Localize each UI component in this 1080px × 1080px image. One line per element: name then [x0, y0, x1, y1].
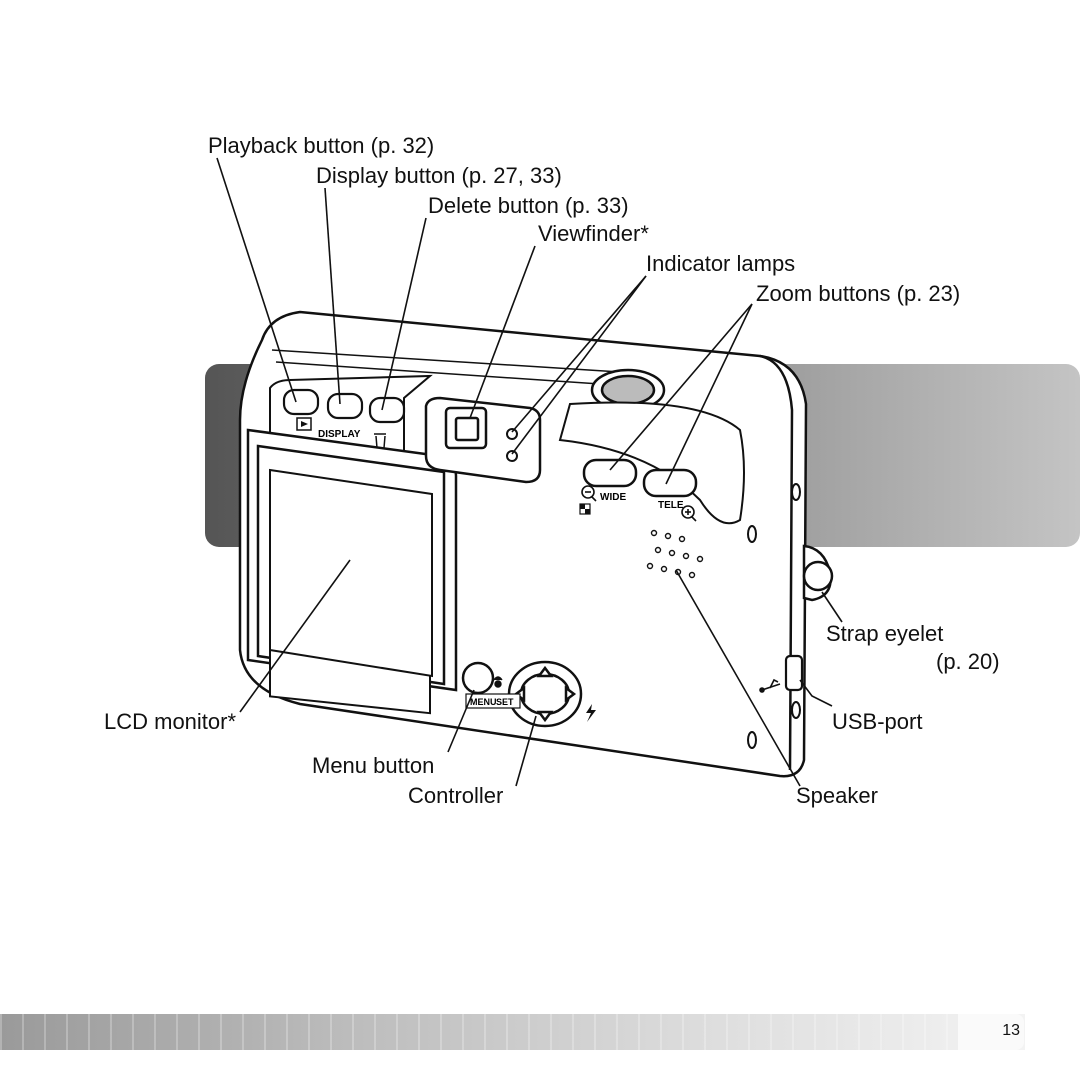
leader-zoom-1 [609, 303, 753, 471]
callout-speaker: Speaker [796, 783, 878, 808]
leader-menu [447, 689, 475, 753]
delete-button [368, 396, 406, 424]
flash-icon [586, 704, 596, 722]
leader-zoom-2 [665, 303, 753, 485]
page-number-box [958, 1014, 1024, 1050]
menu-button [461, 661, 495, 695]
speaker [646, 529, 704, 579]
callout-usb-port: USB-port [832, 709, 923, 734]
zoom-in-icon [681, 505, 697, 522]
leader-indicator-2 [511, 275, 647, 455]
usb-icon [759, 678, 781, 693]
playback-icon [296, 417, 312, 431]
wide-mark: WIDE [600, 492, 626, 503]
leader-display [324, 187, 341, 405]
indicator-lamps [506, 428, 518, 462]
svg-text:MENU: MENU [470, 697, 497, 707]
usb-port [784, 654, 804, 692]
svg-text:SET: SET [496, 697, 514, 707]
callout-zoom-buttons: Zoom buttons (p. 23) [756, 281, 961, 306]
leader-playback [216, 157, 297, 403]
callout-lcd-monitor: LCD monitor* [104, 709, 237, 734]
menu-set-mark: MENU SET [465, 693, 521, 709]
grip [558, 401, 745, 525]
callout-strap-eyelet-page: (p. 20) [936, 649, 1000, 674]
callout-delete-button: Delete button (p. 33) [428, 193, 629, 218]
tele-mark: TELE [658, 500, 684, 511]
leader-usb [799, 679, 833, 707]
zoom-out-icon [581, 485, 597, 502]
macro-icon [493, 676, 503, 688]
page-number: 13 [1002, 1022, 1020, 1039]
footer-band [0, 1014, 1025, 1050]
leader-indicator-1 [511, 275, 647, 433]
lcd-screen [269, 468, 433, 678]
playback-button [282, 388, 320, 416]
leader-strap [821, 591, 843, 623]
leader-lines [216, 157, 843, 787]
callout-viewfinder: Viewfinder* [538, 221, 649, 246]
leader-controller [515, 715, 537, 787]
leader-delete [381, 217, 427, 411]
controller [507, 660, 583, 728]
index-icon [579, 503, 591, 515]
leader-lcd [239, 559, 351, 713]
callout-controller: Controller [408, 783, 504, 808]
callout-menu-button: Menu button [312, 753, 435, 778]
leader-viewfinder [469, 245, 536, 419]
strap-eyelet [802, 544, 834, 602]
display-mark: DISPLAY [318, 429, 361, 440]
zoom-tele-button [642, 468, 698, 498]
display-button [326, 392, 364, 420]
callout-playback-button: Playback button (p. 32) [208, 133, 435, 158]
leader-speaker [675, 569, 801, 787]
zoom-wide-button [582, 458, 638, 488]
callout-indicator-lamps: Indicator lamps [646, 251, 796, 276]
callout-display-button: Display button (p. 27, 33) [316, 163, 562, 188]
callout-strap-eyelet: Strap eyelet [826, 621, 944, 646]
